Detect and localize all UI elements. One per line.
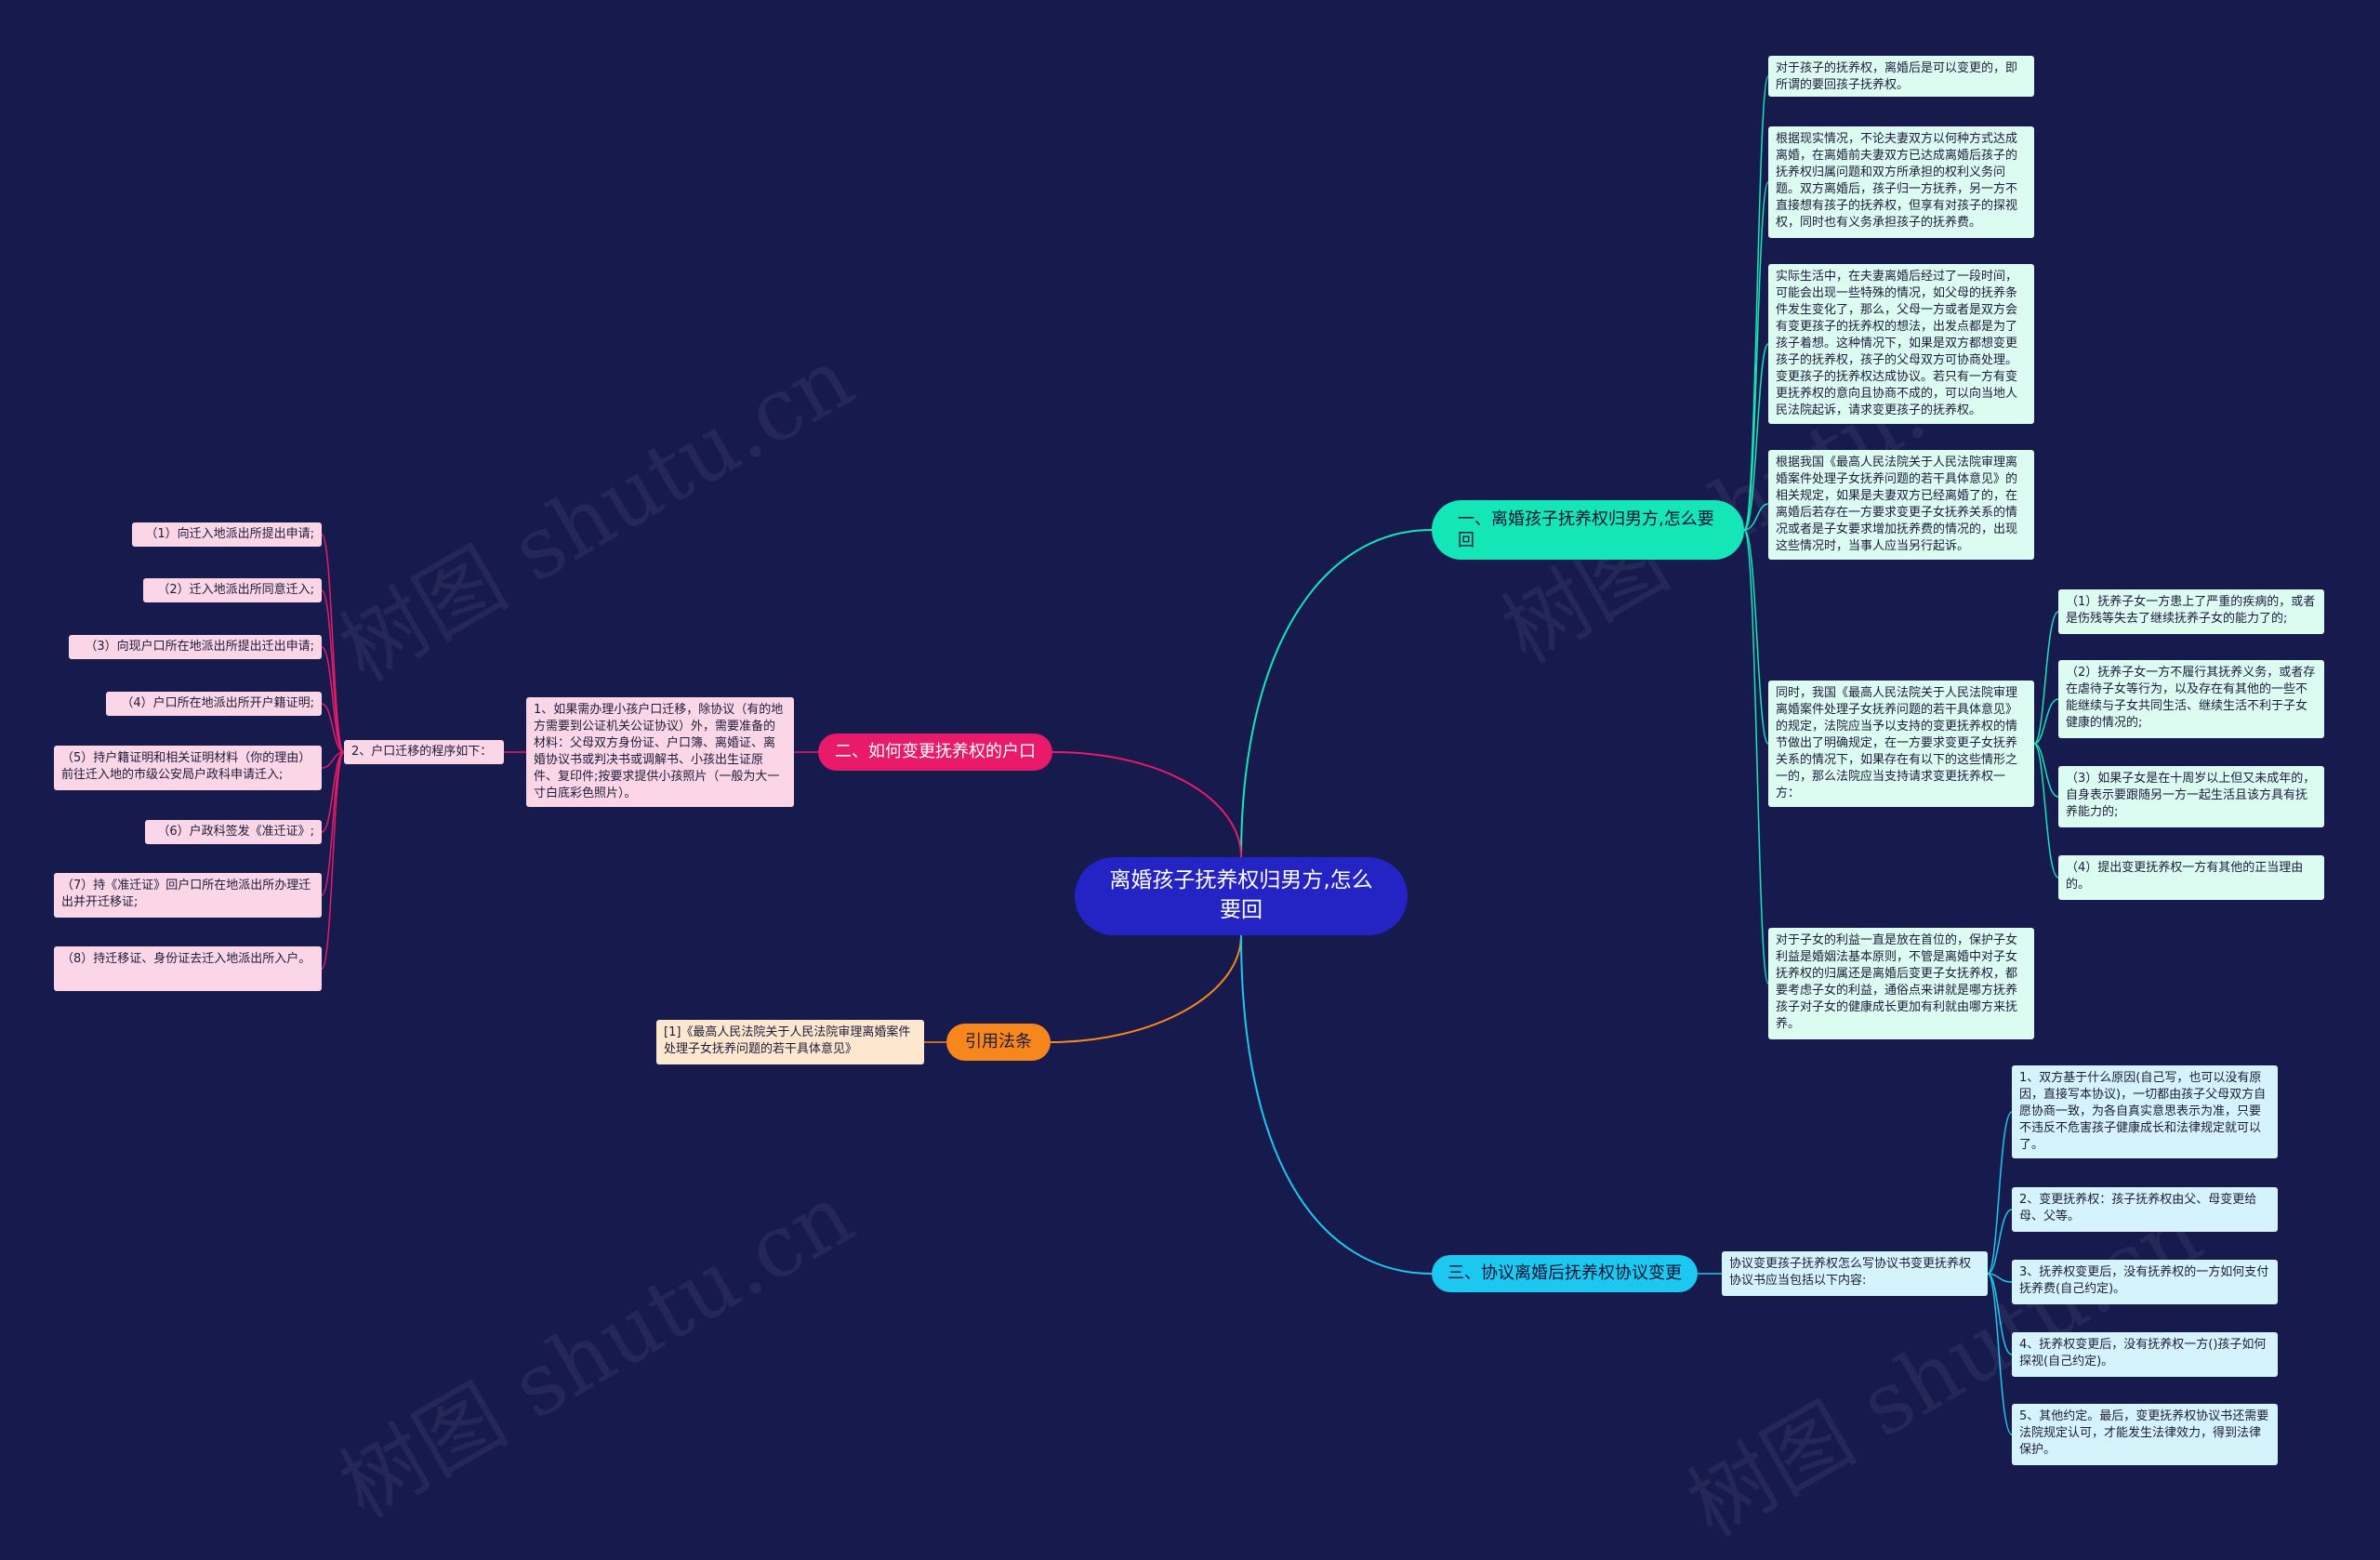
agreement-content[interactable]: 4、抚养权变更后，没有抚养权一方()孩子如何探视(自己约定)。 <box>2012 1332 2278 1377</box>
custody-condition[interactable]: （2）抚养子女一方不履行其抚养义务，或者存在虐待子女等行为，以及存在有其他的一些… <box>2058 660 2324 738</box>
custody-condition[interactable]: （3）如果子女是在十周岁以上但又未成年的，自身表示要跟随另一方一起生活且该方具有… <box>2058 766 2324 827</box>
branch-cited-law[interactable]: 引用法条 <box>946 1024 1051 1061</box>
branch-custody-return[interactable]: 一、离婚孩子抚养权归男方,怎么要回 <box>1432 500 1744 560</box>
hukou-step[interactable]: （8）持迁移证、身份证去迁入地派出所入户。 <box>54 946 322 991</box>
hukou-step[interactable]: （3）向现户口所在地派出所提出迁出申请; <box>69 635 322 659</box>
agreement-content[interactable]: 1、双方基于什么原因(自己写，也可以没有原因，直接写本协议)，一切都由孩子父母双… <box>2012 1065 2278 1158</box>
branch-agreement-change[interactable]: 三、协议离婚后抚养权协议变更 <box>1432 1255 1698 1292</box>
cited-law-item[interactable]: [1]《最高人民法院关于人民法院审理离婚案件处理子女抚养问题的若干具体意见》 <box>656 1020 924 1064</box>
hukou-materials[interactable]: 1、如果需办理小孩户口迁移，除协议（有的地方需要到公证机关公证协议）外，需要准备… <box>526 697 794 807</box>
hukou-step[interactable]: （5）持户籍证明和相关证明材料（你的理由）前往迁入地的市级公安局户政科申请迁入; <box>54 746 322 790</box>
custody-item[interactable]: 对于孩子的抚养权，离婚后是可以变更的，即所谓的要回孩子抚养权。 <box>1768 56 2034 97</box>
agreement-content[interactable]: 5、其他约定。最后，变更抚养权协议书还需要法院规定认可，才能发生法律效力，得到法… <box>2012 1404 2278 1465</box>
branch-household-registration[interactable]: 二、如何变更抚养权的户口 <box>818 734 1052 771</box>
custody-condition[interactable]: （1）抚养子女一方患上了严重的疾病的，或者是伤残等失去了继续抚养子女的能力了的; <box>2058 589 2324 634</box>
connector-lines <box>321 75 2059 1435</box>
custody-item[interactable]: 根据现实情况，不论夫妻双方以何种方式达成离婚，在离婚前夫妻双方已达成离婚后孩子的… <box>1768 126 2034 238</box>
custody-item[interactable]: 实际生活中，在夫妻离婚后经过了一段时间，可能会出现一些特殊的情况，如父母的抚养条… <box>1768 264 2034 424</box>
hukou-step[interactable]: （6）户政科签发《准迁证》; <box>145 820 322 844</box>
custody-condition[interactable]: （4）提出变更抚养权一方有其他的正当理由的。 <box>2058 855 2324 900</box>
agreement-intro[interactable]: 协议变更孩子抚养权怎么写协议书变更抚养权协议书应当包括以下内容: <box>1722 1251 1988 1296</box>
custody-item[interactable]: 同时，我国《最高人民法院关于人民法院审理离婚案件处理子女抚养问题的若干具体意见》… <box>1768 681 2034 807</box>
custody-item[interactable]: 根据我国《最高人民法院关于人民法院审理离婚案件处理子女抚养问题的若干具体意见》的… <box>1768 450 2034 560</box>
hukou-step[interactable]: （1）向迁入地派出所提出申请; <box>132 522 322 547</box>
custody-item[interactable]: 对于子女的利益一直是放在首位的，保护子女利益是婚姻法基本原则，不管是离婚中对子女… <box>1768 928 2034 1039</box>
hukou-step[interactable]: （7）持《准迁证》回户口所在地派出所办理迁出并开迁移证; <box>54 873 322 918</box>
root-topic[interactable]: 离婚孩子抚养权归男方,怎么要回 <box>1075 857 1408 935</box>
hukou-procedure[interactable]: 2、户口迁移的程序如下： <box>344 740 504 764</box>
agreement-content[interactable]: 3、抚养权变更后，没有抚养权的一方如何支付抚养费(自己约定)。 <box>2012 1260 2278 1304</box>
agreement-content[interactable]: 2、变更抚养权：孩子抚养权由父、母变更给母、父等。 <box>2012 1187 2278 1232</box>
hukou-step[interactable]: （2）迁入地派出所同意迁入; <box>143 578 322 602</box>
hukou-step[interactable]: （4）户口所在地派出所开户籍证明; <box>106 692 322 716</box>
